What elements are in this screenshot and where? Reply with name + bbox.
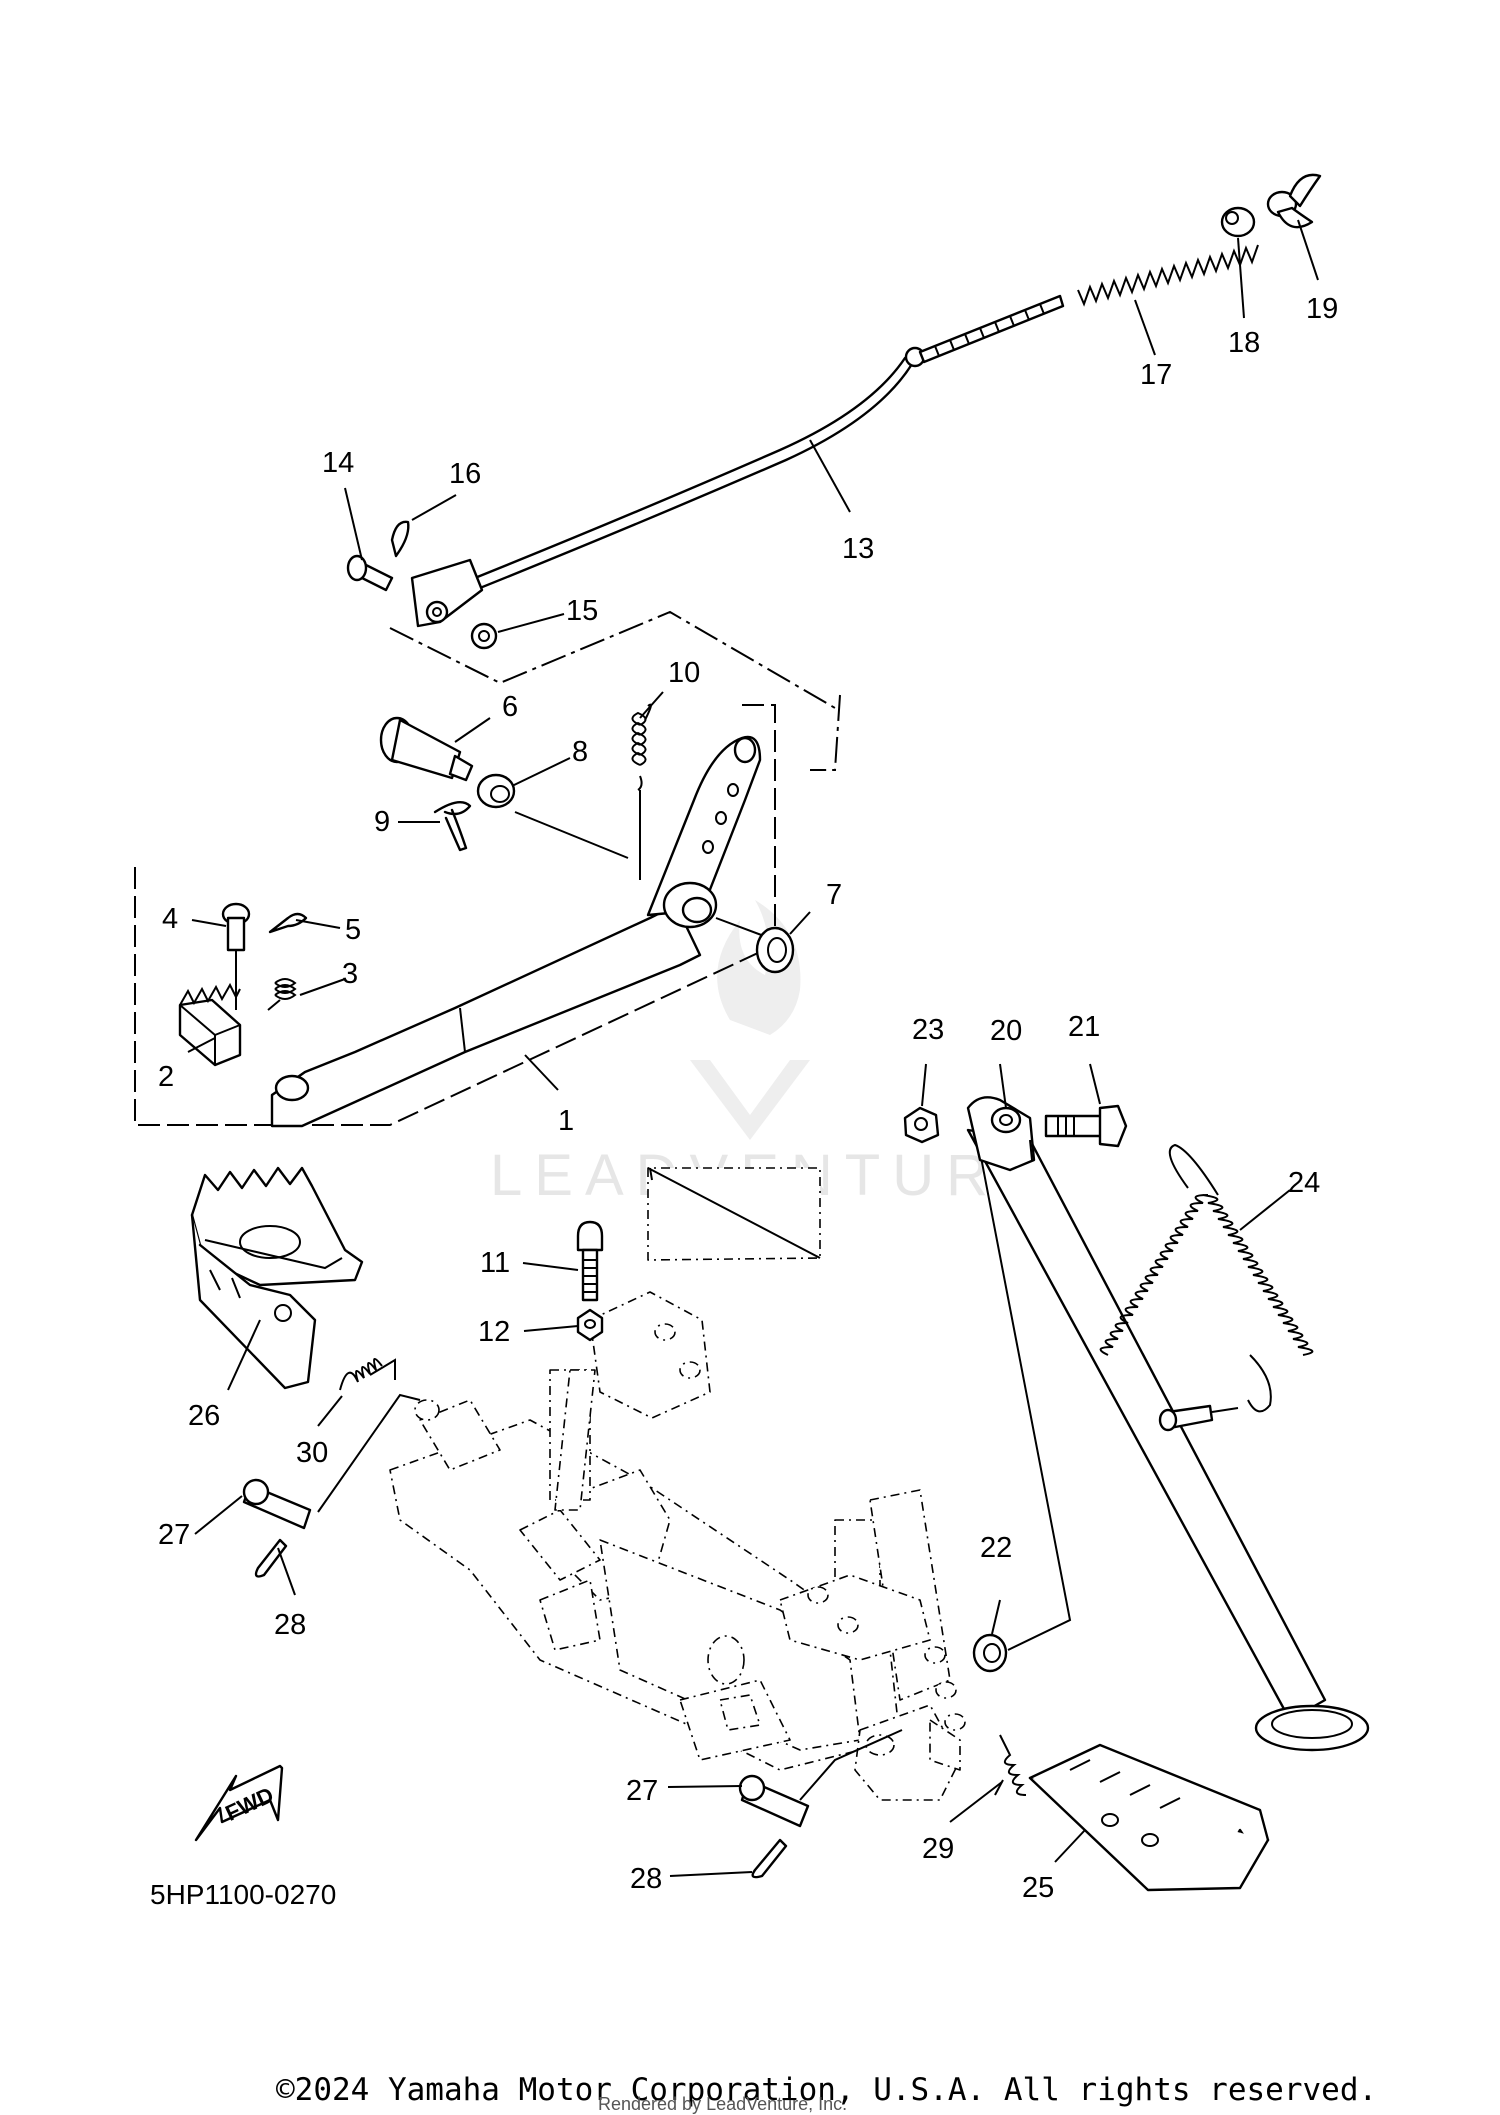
rod-thread — [918, 294, 1065, 364]
right-footrest — [1028, 1743, 1270, 1892]
sidestand-washer — [972, 1633, 1008, 1673]
callout-20: 20 — [990, 1015, 1022, 1047]
callout-27a: 27 — [158, 1519, 190, 1551]
return-spring — [631, 703, 652, 880]
callout-16: 16 — [449, 458, 481, 490]
brake-pedal-arm — [270, 903, 702, 1128]
callout-7: 7 — [826, 879, 842, 911]
callout-23: 23 — [912, 1014, 944, 1046]
fitting-cotter-pin — [268, 912, 308, 934]
callout-26: 26 — [188, 1400, 220, 1432]
pivot-bolt — [379, 716, 474, 782]
right-footrest-pin — [738, 1774, 810, 1828]
left-footrest-pin — [242, 1478, 312, 1530]
callout-25: 25 — [1022, 1872, 1054, 1904]
callout-1: 1 — [558, 1105, 574, 1137]
rod-joint — [1220, 206, 1256, 238]
callout-28a: 28 — [274, 1609, 306, 1641]
diagram-code: 5HP1100-0270 — [150, 1879, 336, 1910]
forward-arrow-icon: FWD — [194, 1764, 284, 1842]
callout-30: 30 — [296, 1437, 328, 1469]
callout-12: 12 — [478, 1316, 510, 1348]
peg-guide-lines — [317, 1125, 1072, 1801]
callout-22: 22 — [980, 1532, 1012, 1564]
callout-4: 4 — [162, 903, 178, 935]
callout-3: 3 — [342, 958, 358, 990]
wing-nut — [1266, 173, 1322, 229]
assembly-guide-line — [389, 610, 841, 771]
callout-27b: 27 — [626, 1775, 658, 1807]
brake-pedal-assembly — [178, 735, 781, 1128]
right-footrest-spring — [994, 1734, 1027, 1796]
callout-6: 6 — [502, 691, 518, 723]
washer — [470, 622, 498, 650]
cotter-pin — [390, 520, 410, 558]
callout-8: 8 — [572, 736, 588, 768]
render-credit: Rendered by LeadVenture, Inc. — [598, 2094, 847, 2114]
callout-numbers: 1 2 3 4 5 6 7 8 9 10 11 12 13 14 15 16 1… — [158, 293, 1338, 1904]
callout-18: 18 — [1228, 327, 1260, 359]
callout-11: 11 — [480, 1247, 510, 1279]
brake-rod-assembly — [346, 173, 1322, 650]
fitting-spring — [267, 978, 297, 1011]
callout-19: 19 — [1306, 293, 1338, 325]
callout-10: 10 — [668, 657, 700, 689]
callout-24: 24 — [1288, 1167, 1320, 1199]
callout-14: 14 — [322, 447, 354, 479]
clevis-pin — [346, 554, 394, 592]
pedal-washer — [755, 926, 795, 974]
bracket-washer — [576, 1308, 604, 1342]
callout-2: 2 — [158, 1061, 174, 1093]
pedal-tip-fitting — [178, 982, 242, 1067]
callout-13: 13 — [842, 533, 874, 565]
pivot-washer — [476, 773, 516, 809]
rod-spring — [1077, 244, 1259, 307]
callout-15: 15 — [566, 595, 598, 627]
sidestand-bolt — [1044, 1104, 1128, 1148]
bracket-bolt — [576, 1220, 604, 1302]
callout-29: 29 — [922, 1833, 954, 1865]
left-footrest-spring — [339, 1358, 396, 1391]
callout-17: 17 — [1140, 359, 1172, 391]
callout-28b: 28 — [630, 1863, 662, 1895]
brake-pedal-group-box — [134, 704, 776, 1126]
left-footrest — [190, 1166, 364, 1390]
sidestand-nut — [903, 1106, 940, 1144]
pivot-cotter-pin — [433, 800, 472, 852]
copyright-notice: ©2024 Yamaha Motor Corporation, U.S.A. A… — [276, 2072, 1377, 2108]
sidestand — [966, 1096, 1370, 1752]
right-footrest-cotter-pin — [751, 1838, 788, 1879]
frame-section — [389, 1167, 966, 1801]
sidestand-spring — [1099, 1143, 1314, 1413]
callout-5: 5 — [345, 914, 361, 946]
callout-9: 9 — [374, 806, 390, 838]
callout-21: 21 — [1068, 1011, 1100, 1043]
callout-leaders — [187, 219, 1319, 1877]
fitting-pin — [221, 902, 251, 1010]
